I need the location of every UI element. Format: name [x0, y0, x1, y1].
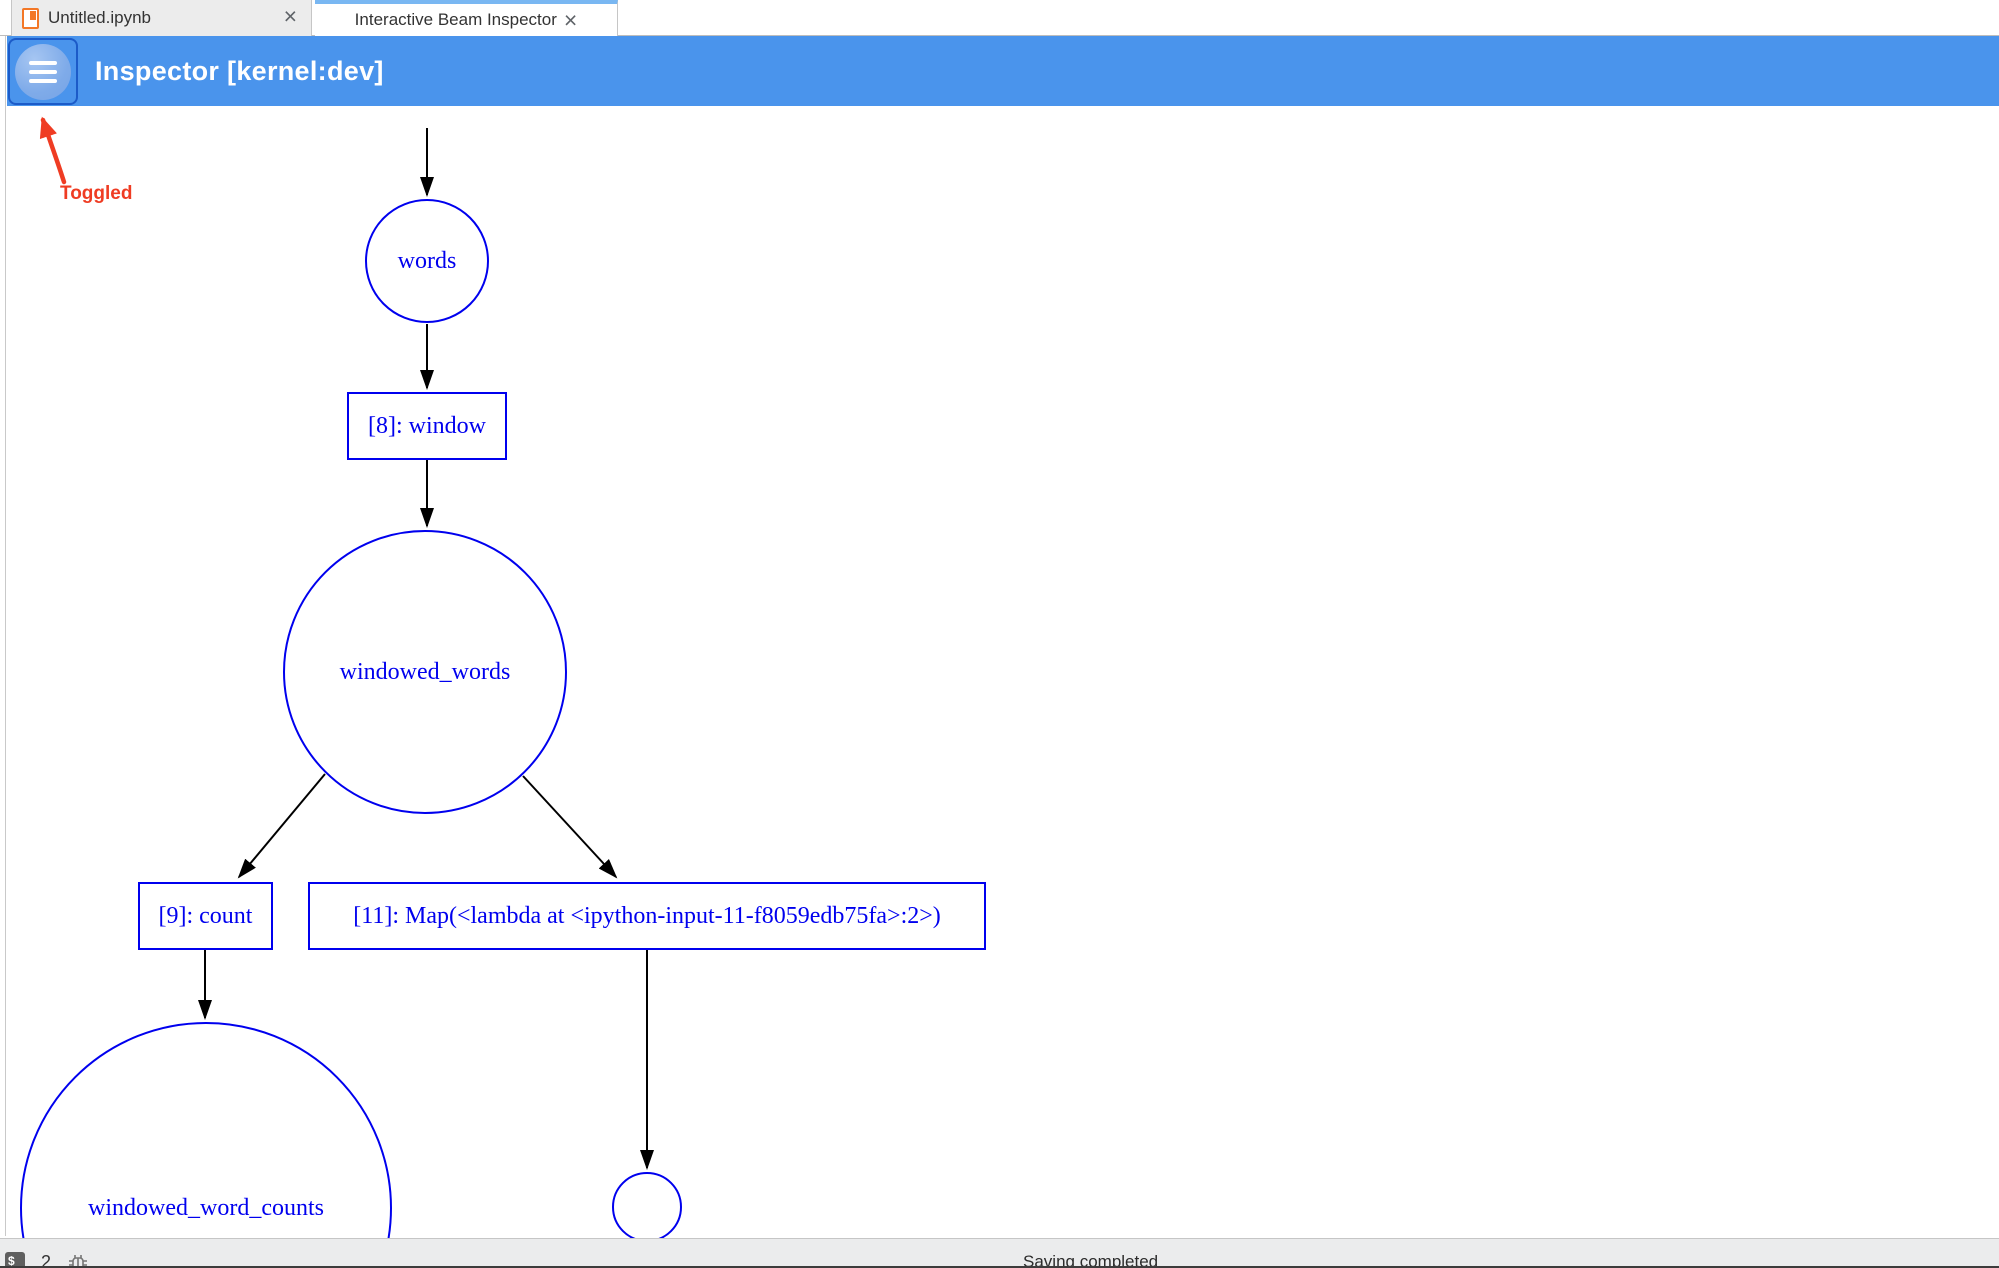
transform-node-window[interactable]: [8]: window: [347, 392, 507, 460]
pcollection-node-windowed-word-counts[interactable]: windowed_word_counts: [20, 1022, 392, 1238]
menu-toggle-button[interactable]: [8, 38, 78, 105]
terminal-sessions-icon[interactable]: $: [5, 1252, 25, 1268]
node-label: [9]: count: [158, 902, 253, 929]
tab-untitled-ipynb[interactable]: Untitled.ipynb ×: [11, 0, 312, 36]
pcollection-node-windowed-words[interactable]: windowed_words: [283, 530, 567, 814]
toggled-annotation-label: Toggled: [60, 183, 133, 204]
status-bar-left-items: $ 2: [5, 1252, 89, 1268]
page-title: Inspector [kernel:dev]: [95, 56, 384, 86]
terminal-glyph: $: [8, 1254, 15, 1268]
bug-debugger-icon[interactable]: [67, 1253, 89, 1268]
tab-bar: Untitled.ipynb × Interactive Beam Inspec…: [0, 0, 1999, 36]
menu-button-circle: [15, 44, 71, 100]
tab-label: Untitled.ipynb: [48, 8, 152, 27]
node-label: [11]: Map(<lambda at <ipython-input-11-f…: [353, 902, 941, 929]
node-label: windowed_word_counts: [88, 1194, 324, 1221]
pcollection-node-unnamed[interactable]: [612, 1172, 682, 1238]
node-label: [8]: window: [368, 412, 486, 439]
transform-node-count[interactable]: [9]: count: [138, 882, 273, 950]
toggled-annotation-arrow: [39, 116, 67, 185]
panel-left-border: [5, 36, 6, 1236]
status-bar: $ 2 Saving completed: [0, 1238, 1999, 1268]
status-message: Saving completed: [1023, 1252, 1159, 1268]
terminal-session-count: 2: [41, 1252, 52, 1268]
hamburger-menu-icon: [29, 61, 57, 83]
close-icon[interactable]: ×: [563, 6, 578, 33]
graph-edges: [198, 128, 654, 1170]
tab-label: Interactive Beam Inspector: [354, 10, 557, 29]
node-label: windowed_words: [339, 658, 511, 685]
tab-interactive-beam-inspector[interactable]: Interactive Beam Inspector ×: [315, 0, 618, 36]
node-label: words: [397, 247, 457, 274]
pipeline-graph-canvas: words [8]: window windowed_words [9]: co…: [0, 36, 1999, 1238]
inspector-header: Inspector [kernel:dev]: [7, 36, 1999, 106]
pcollection-node-words[interactable]: words: [365, 199, 489, 323]
notebook-icon: [22, 7, 39, 29]
close-icon[interactable]: ×: [283, 3, 297, 29]
transform-node-map-lambda[interactable]: [11]: Map(<lambda at <ipython-input-11-f…: [308, 882, 986, 950]
